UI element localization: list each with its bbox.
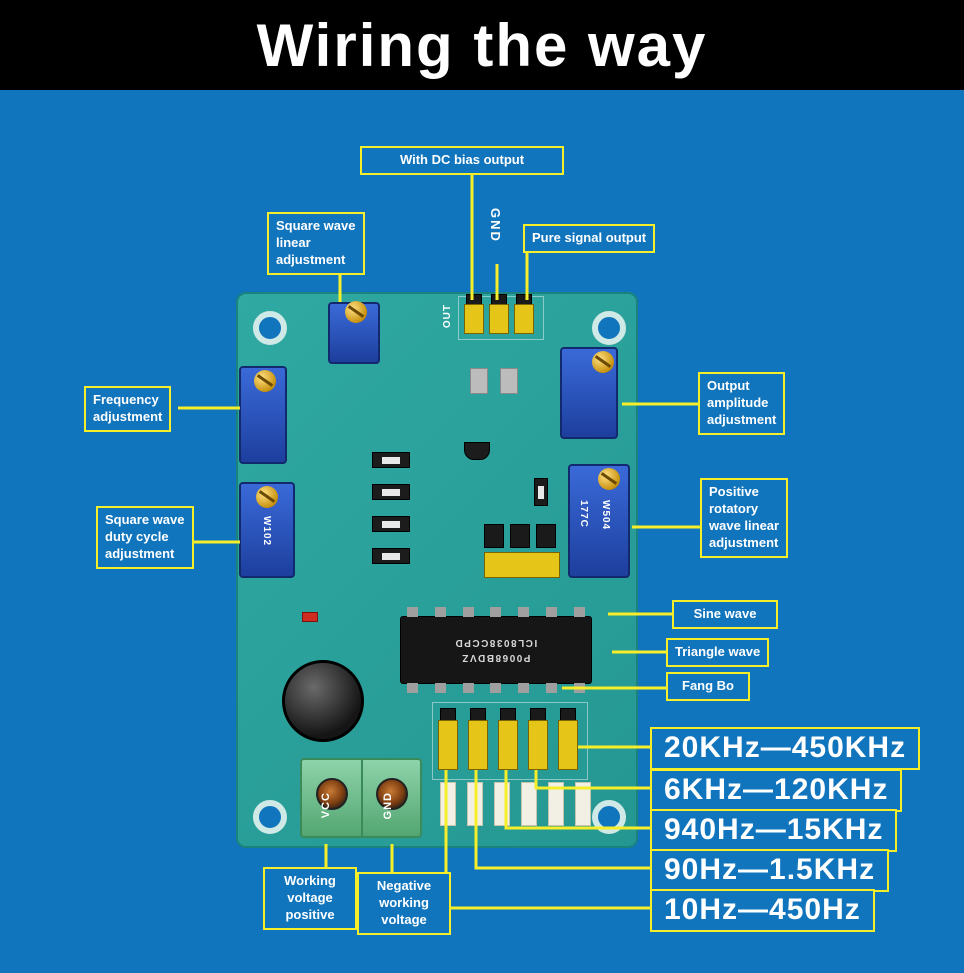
terminal-screw-gnd bbox=[376, 778, 408, 810]
terminal-screw-vcc bbox=[316, 778, 348, 810]
callout-positive-rotatory: Positive rotatory wave linear adjustment bbox=[700, 478, 789, 558]
adjust-screw-icon bbox=[598, 468, 620, 490]
resistor bbox=[470, 368, 488, 394]
timing-capacitor bbox=[494, 782, 510, 826]
adjust-screw-icon bbox=[256, 486, 278, 508]
trimpot-positive-rotatory: 177C W504 bbox=[568, 464, 630, 578]
trimpot-marking: W504 bbox=[600, 500, 611, 531]
callout-square-wave-linear: Square wave linear adjustment bbox=[267, 212, 365, 275]
freq-range-jumper bbox=[528, 720, 548, 770]
callout-pure-signal-output: Pure signal output bbox=[523, 224, 656, 253]
resistor bbox=[372, 548, 410, 564]
trimpot-duty-cycle: W102 bbox=[239, 482, 295, 578]
trimpot-frequency bbox=[239, 366, 287, 464]
page-title: Wiring the way bbox=[256, 11, 708, 79]
ic-pins-top bbox=[407, 607, 585, 617]
freq-range-jumper bbox=[438, 720, 458, 770]
trimpot-marking: W102 bbox=[261, 516, 272, 547]
waveform-jumper-cap bbox=[510, 524, 530, 548]
trimpot-square-wave-linear bbox=[328, 301, 380, 364]
freq-range-jumper bbox=[558, 720, 578, 770]
callout-square-wave-duty: Square wave duty cycle adjustment bbox=[96, 506, 194, 569]
callout-output-amplitude: Output amplitude adjustment bbox=[698, 372, 786, 435]
callout-negative-working-voltage: Negative working voltage bbox=[357, 872, 451, 935]
freq-range-jumper bbox=[498, 720, 518, 770]
timing-capacitor bbox=[575, 782, 591, 826]
jumper-gnd bbox=[489, 304, 509, 334]
trimpot-output-amplitude bbox=[560, 347, 618, 439]
pcb-board: W102 177C W504 P0068BDVZ ICL8038CCPD bbox=[236, 292, 638, 848]
ic-pins-bottom bbox=[407, 683, 585, 693]
resistor bbox=[372, 484, 410, 500]
adjust-screw-icon bbox=[592, 351, 614, 373]
adjust-screw-icon bbox=[345, 301, 367, 323]
timing-capacitor bbox=[548, 782, 564, 826]
callout-working-voltage-positive: Working voltage positive bbox=[263, 867, 357, 930]
timing-capacitor bbox=[467, 782, 483, 826]
frequency-range-label: 6KHz—120KHz bbox=[650, 769, 903, 812]
callout-sine-wave: Sine wave bbox=[672, 600, 778, 629]
terminal-divider bbox=[361, 760, 363, 836]
waveform-jumper-cap bbox=[536, 524, 556, 548]
callout-frequency-adjustment: Frequency adjustment bbox=[84, 386, 172, 432]
ic-marking: P0068BDVZ ICL8038CCPD bbox=[454, 635, 537, 665]
diode bbox=[534, 478, 548, 506]
callout-gnd: GND bbox=[488, 208, 503, 243]
freq-range-jumper bbox=[468, 720, 488, 770]
timing-capacitor bbox=[440, 782, 456, 826]
frequency-range-label: 10Hz—450Hz bbox=[650, 889, 875, 932]
timing-capacitor bbox=[521, 782, 537, 826]
callout-fang-bo: Fang Bo bbox=[666, 672, 750, 701]
mounting-hole bbox=[253, 800, 287, 834]
transistor bbox=[464, 442, 490, 460]
waveform-jumper-cap bbox=[484, 524, 504, 548]
resistor bbox=[500, 368, 518, 394]
frequency-range-label: 20KHz—450KHz bbox=[650, 727, 921, 770]
frequency-range-label: 940Hz—15KHz bbox=[650, 809, 898, 852]
resistor bbox=[372, 516, 410, 532]
mounting-hole bbox=[253, 311, 287, 345]
trimpot-marking: 177C bbox=[578, 500, 589, 528]
ic-marking-line1: ICL8038CCPD bbox=[454, 637, 538, 648]
mounting-hole bbox=[592, 800, 626, 834]
out-silkscreen: OUT bbox=[442, 304, 453, 329]
gnd-silkscreen: GND bbox=[382, 792, 394, 820]
vcc-silkscreen: VCC bbox=[320, 792, 332, 819]
resistor bbox=[372, 452, 410, 468]
adjust-screw-icon bbox=[254, 370, 276, 392]
ic-marking-line2: P0068BDVZ bbox=[461, 652, 531, 663]
jumper-dc-output bbox=[464, 304, 484, 334]
frequency-range-label: 90Hz—1.5KHz bbox=[650, 849, 890, 892]
led bbox=[302, 612, 318, 622]
power-terminal-block bbox=[300, 758, 422, 838]
ic-chip-icl8038: P0068BDVZ ICL8038CCPD bbox=[400, 607, 592, 693]
electrolytic-capacitor bbox=[282, 660, 364, 742]
callout-dc-bias-output: With DC bias output bbox=[360, 146, 564, 175]
waveform-select-header bbox=[484, 552, 560, 578]
mounting-hole bbox=[592, 311, 626, 345]
callout-triangle-wave: Triangle wave bbox=[666, 638, 770, 667]
title-banner: Wiring the way bbox=[0, 0, 964, 90]
jumper-ac-output bbox=[514, 304, 534, 334]
